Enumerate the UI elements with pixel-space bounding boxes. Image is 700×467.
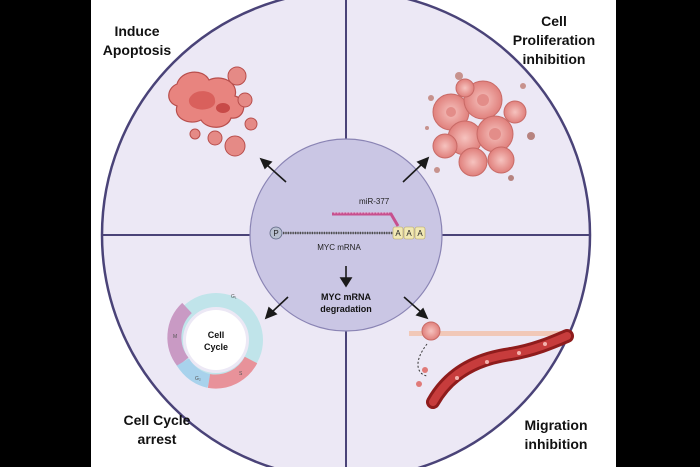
result-line-2: degradation <box>320 304 372 314</box>
migration-label-2: inhibition <box>525 436 588 452</box>
center-circle <box>249 138 443 332</box>
phase-s: S <box>239 371 243 377</box>
phase-g1: G₁ <box>231 294 237 300</box>
polya-a-2: A <box>406 229 412 238</box>
cap-marker <box>269 226 283 240</box>
mrna-label: MYC mRNA <box>317 243 361 252</box>
migration-label-1: Migration <box>525 417 588 433</box>
proliferation-label-1: Cell <box>541 13 567 29</box>
arrest-label-2: arrest <box>138 431 177 447</box>
polya-tail: A A A <box>392 226 426 240</box>
diagram-canvas: miR-377 P A A A MYC mRNA MYC mRNA degrad… <box>100 0 595 467</box>
mirna-label: miR-377 <box>359 197 390 206</box>
cap-label: P <box>273 229 278 238</box>
arrows <box>259 156 430 320</box>
cycle-title-2: Cycle <box>204 342 228 352</box>
polya-a-1: A <box>395 229 401 238</box>
apoptosis-label-2: Apoptosis <box>103 42 172 58</box>
apoptosis-label-1: Induce <box>114 23 159 39</box>
mirna-strand <box>332 212 400 227</box>
cycle-title-1: Cell <box>208 330 225 340</box>
apoptotic-cell-illustration <box>168 66 258 157</box>
proliferation-cluster-illustration <box>425 72 535 181</box>
phase-m: M <box>173 334 177 340</box>
proliferation-label-3: inhibition <box>523 51 586 67</box>
cell-cycle-illustration: Cell Cycle G₁ S G₂ M <box>167 293 263 389</box>
figure-panel: miR-377 P A A A MYC mRNA MYC mRNA degrad… <box>91 0 616 467</box>
result-line-1: MYC mRNA <box>321 292 372 302</box>
phase-g2: G₂ <box>195 376 201 382</box>
migration-illustration <box>409 321 574 409</box>
arrest-label-1: Cell Cycle <box>124 412 191 428</box>
proliferation-label-2: Proliferation <box>513 32 595 48</box>
polya-a-3: A <box>417 229 423 238</box>
